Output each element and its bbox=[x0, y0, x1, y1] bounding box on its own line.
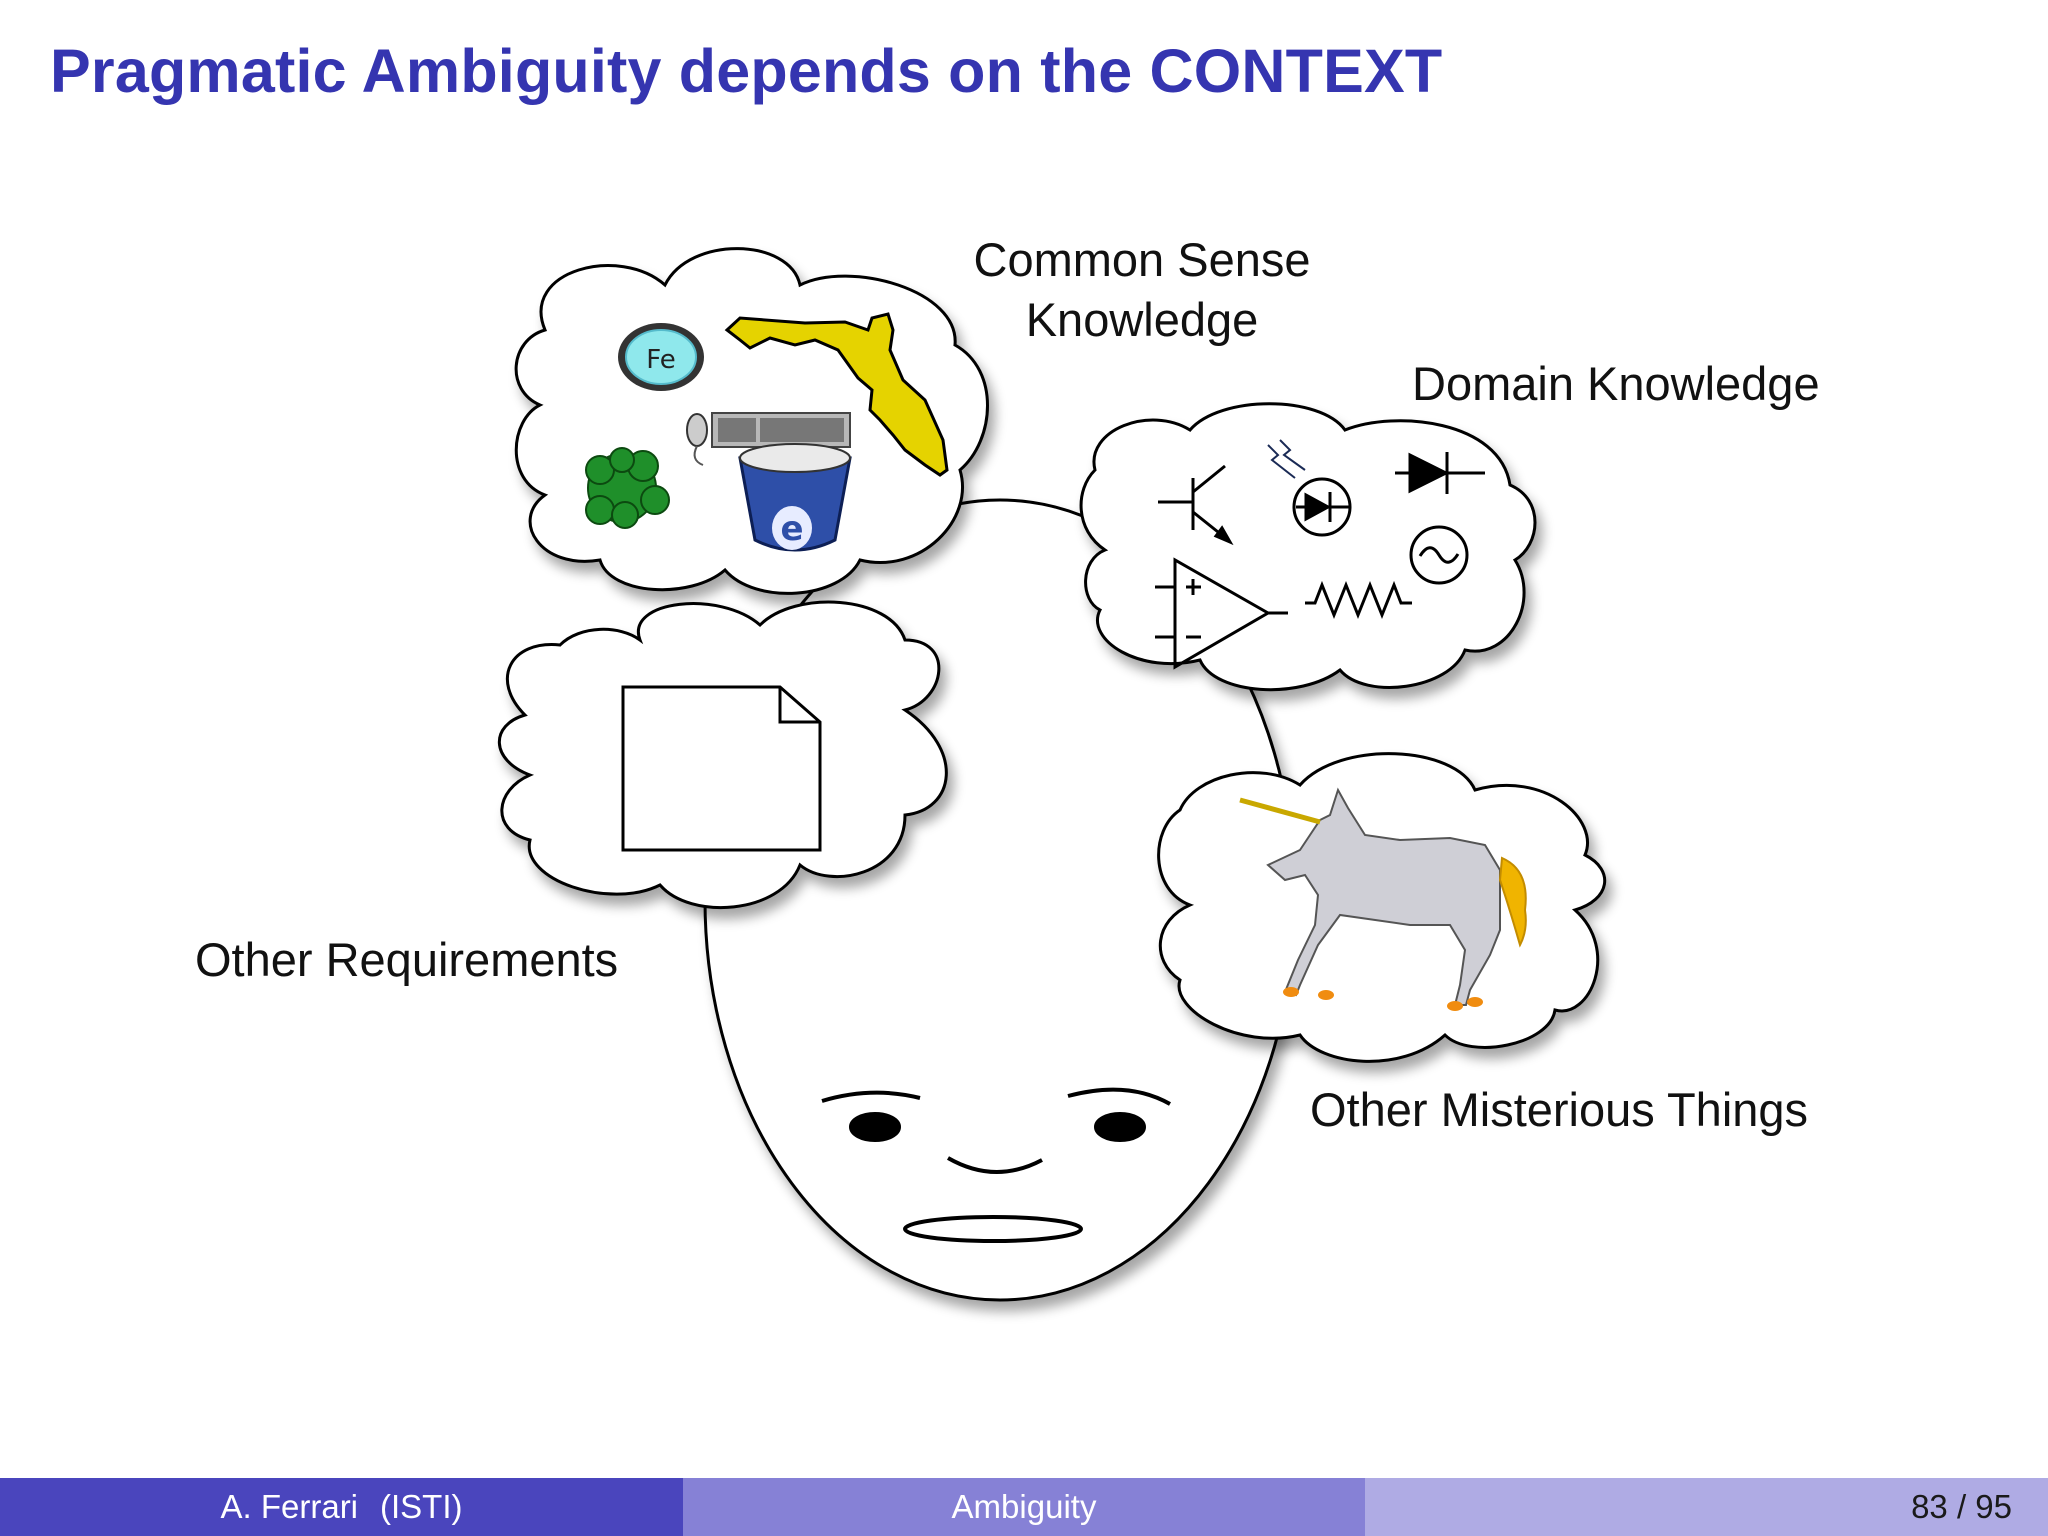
resistor-icon bbox=[1305, 580, 1412, 620]
label-common-sense-line1: Common Sense bbox=[973, 233, 1311, 286]
diode-icon bbox=[1395, 452, 1485, 494]
unicorn-icon bbox=[1239, 787, 1527, 1011]
nose bbox=[947, 1156, 1043, 1174]
label-other-misterious: Other Misterious Things bbox=[1310, 1083, 1809, 1136]
document-icon bbox=[621, 685, 822, 852]
footer-institute: (ISTI) bbox=[380, 1488, 463, 1525]
ac-source-icon bbox=[1409, 525, 1469, 585]
right-eye bbox=[1094, 1112, 1146, 1142]
florida-map-icon bbox=[724, 312, 949, 477]
footer-author-section: A. Ferrari (ISTI) bbox=[0, 1478, 683, 1536]
mouth bbox=[903, 1215, 1083, 1243]
photodiode-icon bbox=[1267, 439, 1352, 537]
footer-page-section: 83 / 95 bbox=[1365, 1478, 2048, 1536]
footer-author: A. Ferrari bbox=[220, 1488, 359, 1525]
svg-text:e: e bbox=[780, 509, 803, 549]
fe-element-icon: Fe bbox=[618, 323, 704, 391]
right-eyebrow bbox=[1067, 1087, 1171, 1106]
footer-topic-section: Ambiguity bbox=[683, 1478, 1365, 1536]
footer-page-number: 83 / 95 bbox=[1911, 1488, 2012, 1525]
plant-icon bbox=[585, 447, 670, 529]
footer-topic: Ambiguity bbox=[951, 1488, 1097, 1525]
op-amp-icon bbox=[1155, 557, 1288, 670]
label-common-sense: Common Sense Knowledge bbox=[962, 230, 1322, 350]
face bbox=[821, 1087, 1171, 1243]
left-eye bbox=[849, 1112, 901, 1142]
context-diagram: Fe e bbox=[497, 247, 1607, 1302]
label-domain-knowledge: Domain Knowledge bbox=[1412, 357, 1820, 410]
left-eyebrow bbox=[821, 1090, 921, 1103]
label-common-sense-line2: Knowledge bbox=[1025, 293, 1259, 346]
slide-title: Pragmatic Ambiguity depends on the CONTE… bbox=[50, 37, 1443, 105]
computer-icon bbox=[686, 412, 851, 466]
footer-bar: A. Ferrari (ISTI) Ambiguity 83 / 95 bbox=[0, 1478, 2048, 1536]
transistor-icon bbox=[1158, 464, 1234, 546]
imac-icon: e bbox=[738, 443, 852, 552]
fe-symbol: Fe bbox=[646, 345, 676, 375]
label-other-requirements: Other Requirements bbox=[195, 933, 619, 986]
